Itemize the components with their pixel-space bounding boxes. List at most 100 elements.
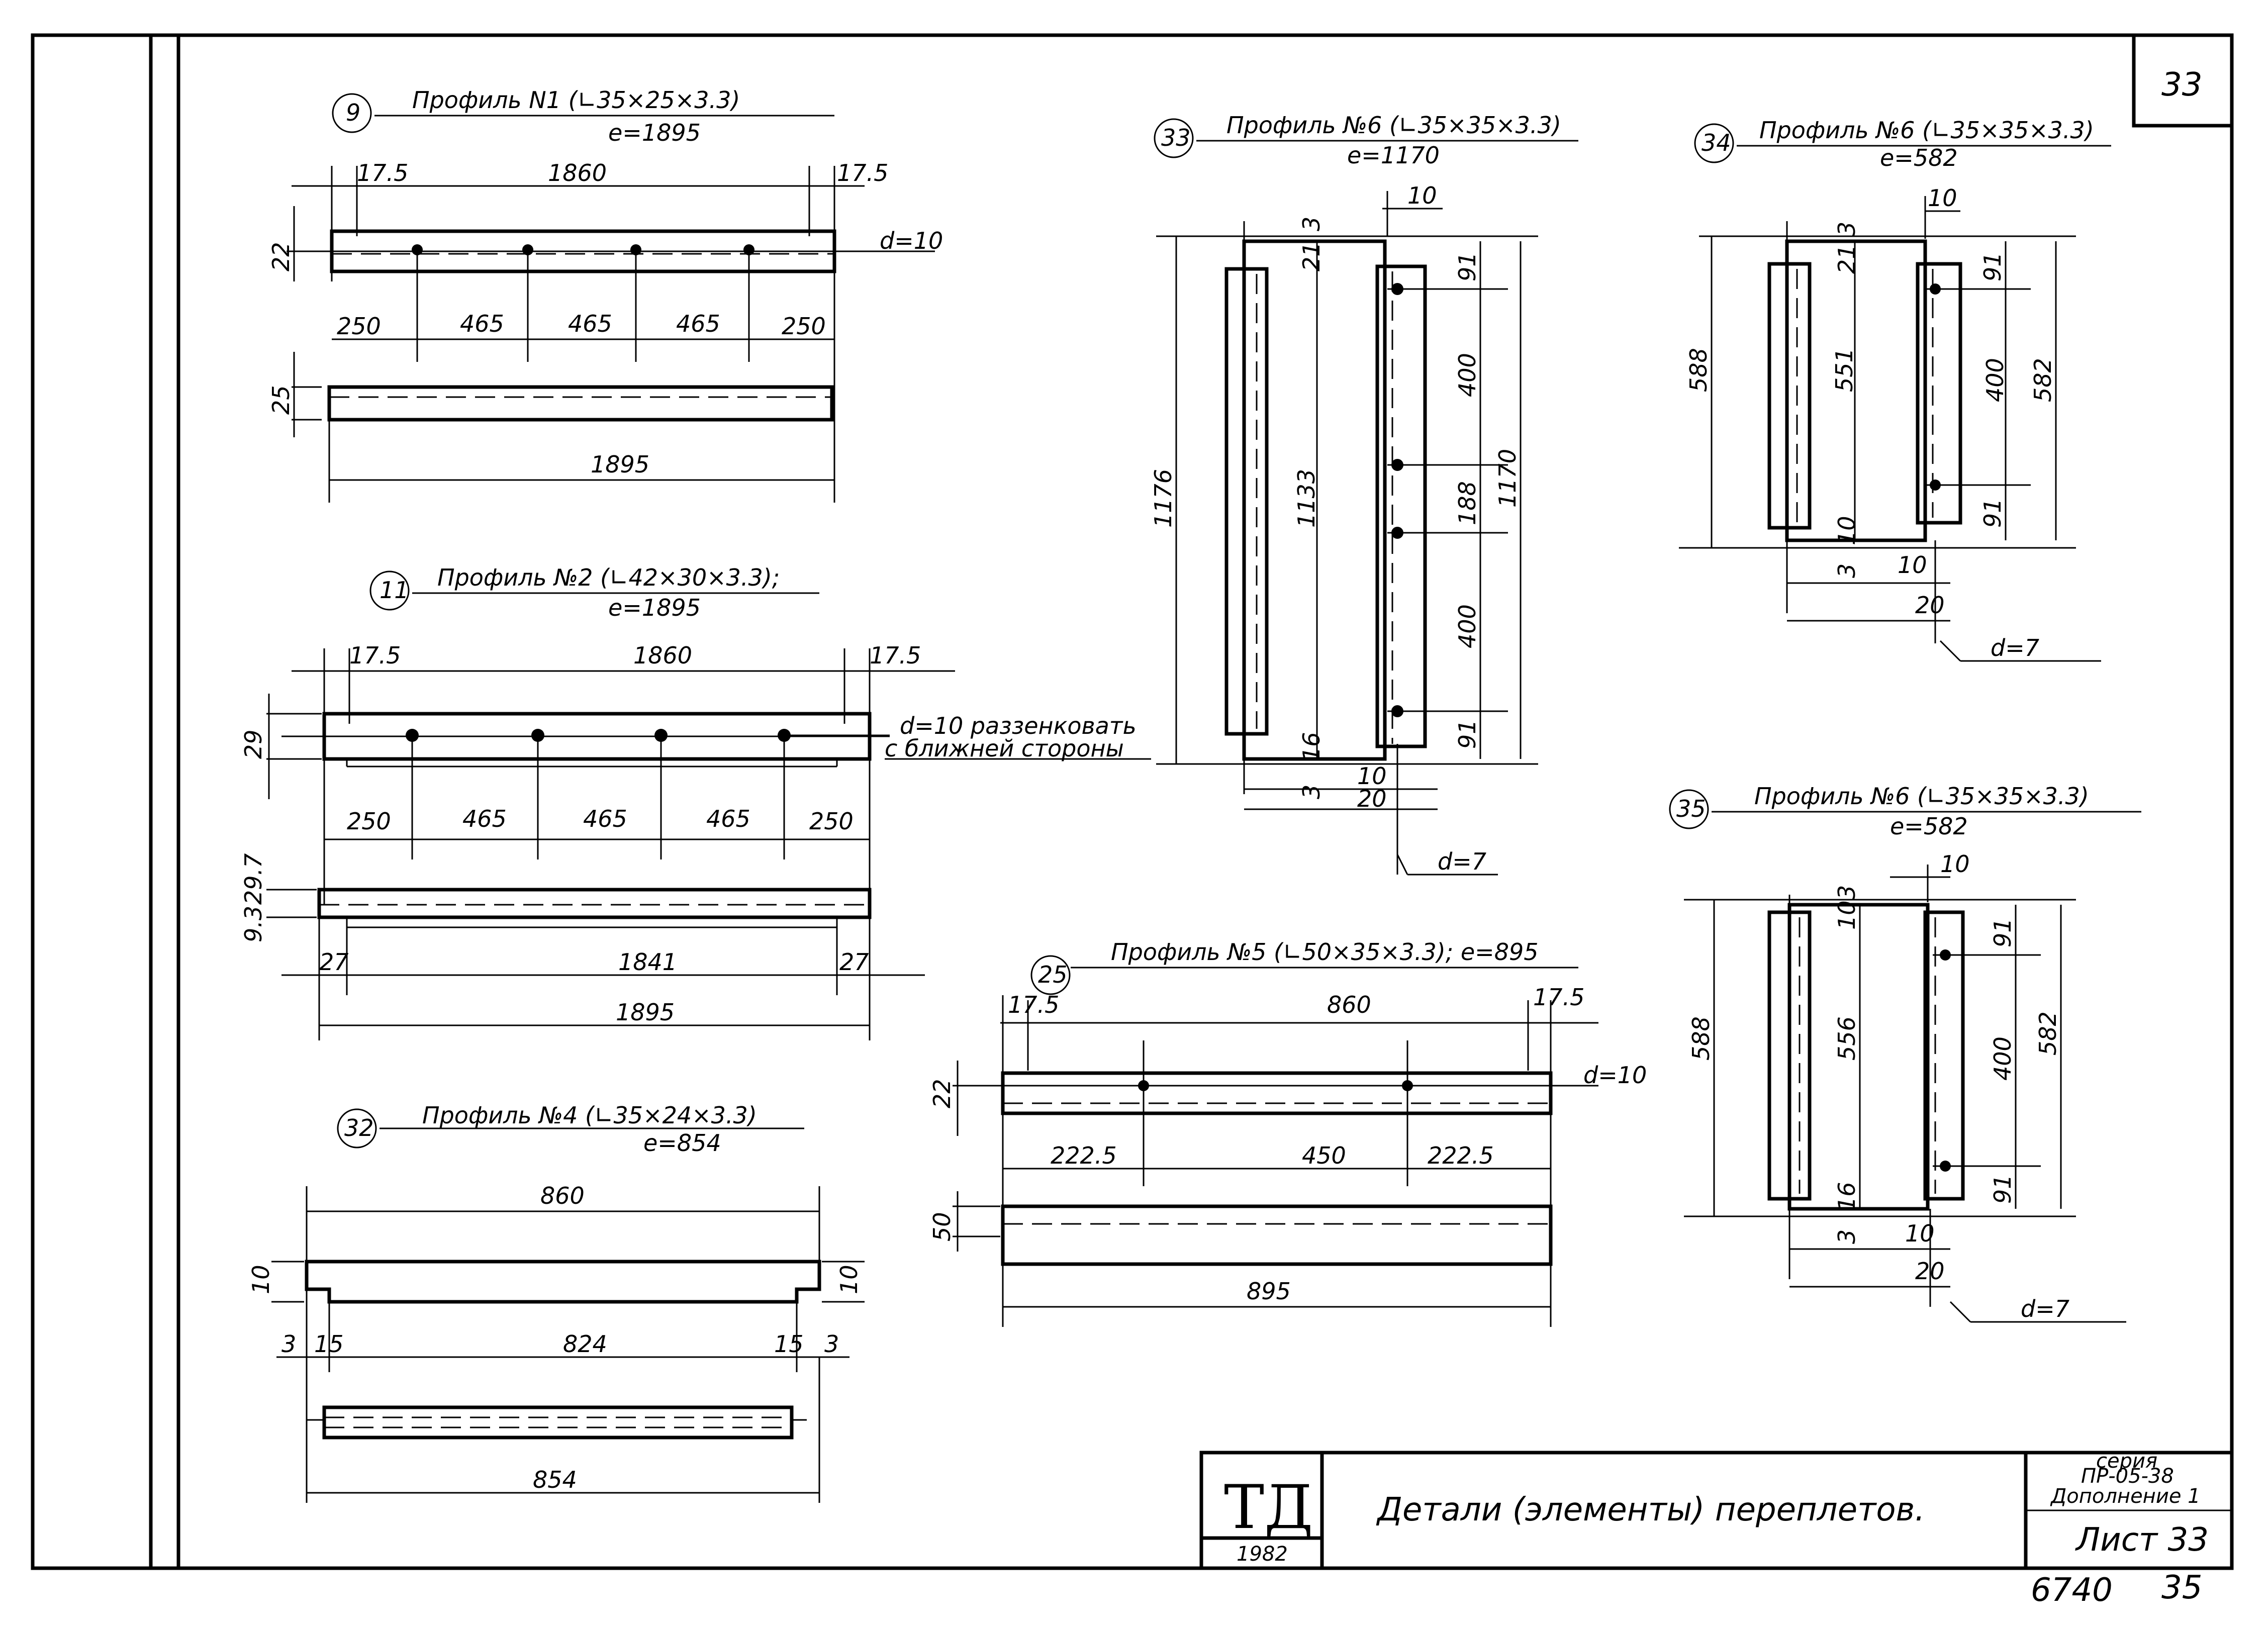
detail-34 bbox=[1679, 123, 2111, 662]
detail-25-end-left: 17.5 bbox=[1008, 991, 1059, 1018]
detail-25-number: 25 bbox=[1038, 961, 1068, 988]
detail-11-s3: 465 bbox=[583, 805, 627, 832]
detail-32-gap-right: 3 bbox=[824, 1330, 839, 1358]
detail-32 bbox=[271, 1108, 865, 1503]
detail-35-a1: 3 bbox=[1833, 885, 1860, 900]
detail-33-total: 1170 bbox=[1494, 449, 1521, 508]
detail-35-hole: d=7 bbox=[2021, 1295, 2069, 1322]
detail-34-top: 10 bbox=[1928, 184, 1957, 212]
detail-25-total: 895 bbox=[1247, 1278, 1291, 1305]
detail-9-end-right: 17.5 bbox=[837, 159, 888, 186]
detail-11-s1: 250 bbox=[347, 808, 391, 835]
detail-34-s3: 91 bbox=[1979, 498, 2006, 528]
detail-35-s2: 400 bbox=[1989, 1036, 2016, 1081]
title-block-series-1: серия bbox=[2096, 1450, 2157, 1473]
detail-34-inner: 551 bbox=[1831, 348, 1858, 392]
detail-33-hole: d=7 bbox=[1438, 848, 1486, 875]
detail-33-s1: 91 bbox=[1454, 252, 1481, 281]
detail-35-length: е=582 bbox=[1890, 813, 1968, 840]
detail-33-s4: 400 bbox=[1454, 604, 1481, 648]
detail-34-number: 34 bbox=[1702, 129, 1731, 156]
detail-9-mid: 1860 bbox=[548, 159, 607, 186]
detail-11-number: 11 bbox=[380, 577, 409, 604]
detail-33-outer: 1176 bbox=[1150, 469, 1177, 528]
detail-11 bbox=[266, 570, 1151, 1040]
detail-25-end-right: 17.5 bbox=[1533, 984, 1584, 1011]
detail-33-title: Профиль №6 (∟35×35×3.3) bbox=[1226, 112, 1561, 139]
detail-34-b3: 10 bbox=[1898, 551, 1927, 579]
detail-11-s4: 465 bbox=[706, 805, 750, 832]
detail-32-n-left: 15 bbox=[314, 1330, 344, 1358]
detail-9-length: е=1895 bbox=[608, 119, 701, 146]
detail-33-inner: 1133 bbox=[1293, 469, 1320, 528]
detail-34-total: 582 bbox=[2029, 358, 2056, 402]
detail-11-mid: 1860 bbox=[633, 642, 692, 669]
detail-25-s2: 450 bbox=[1302, 1142, 1346, 1169]
detail-25-height: 22 bbox=[928, 1079, 956, 1108]
detail-11-c-left: 27 bbox=[319, 948, 349, 976]
detail-35-inner: 556 bbox=[1833, 1016, 1860, 1061]
detail-33-s5: 91 bbox=[1454, 719, 1481, 749]
detail-32-number: 32 bbox=[344, 1114, 374, 1141]
detail-33-b4: 20 bbox=[1357, 785, 1387, 812]
detail-33-s3: 188 bbox=[1454, 481, 1481, 525]
bottom-code-right: 35 bbox=[2161, 1569, 2202, 1606]
detail-25-s3: 222.5 bbox=[1428, 1142, 1494, 1169]
drawing-title: Детали (элементы) переплетов. bbox=[1376, 1491, 1925, 1528]
detail-32-n-right: 15 bbox=[774, 1330, 804, 1358]
detail-33-b2: 3 bbox=[1298, 785, 1325, 799]
detail-11-h2: 29.7 bbox=[240, 853, 267, 905]
detail-34-s2: 400 bbox=[1981, 358, 2009, 402]
title-block-series-3: Дополнение 1 bbox=[2050, 1485, 2201, 1508]
detail-35-a2: 10 bbox=[1833, 900, 1860, 930]
detail-35-b3: 10 bbox=[1905, 1220, 1935, 1247]
detail-9 bbox=[287, 93, 935, 503]
corner-sheet-number: 33 bbox=[2161, 66, 2202, 104]
detail-9-hole: d=10 bbox=[880, 227, 943, 254]
detail-11-s5: 250 bbox=[809, 808, 854, 835]
detail-11-length: е=1895 bbox=[608, 594, 701, 621]
detail-35-top: 10 bbox=[1940, 850, 1970, 878]
detail-34-b4: 20 bbox=[1915, 592, 1945, 619]
detail-11-c-right: 27 bbox=[839, 948, 869, 976]
detail-35-outer: 588 bbox=[1687, 1016, 1715, 1061]
detail-34-b2: 3 bbox=[1833, 563, 1860, 578]
title-block bbox=[1199, 1451, 2234, 1570]
detail-34-hole: d=7 bbox=[1991, 634, 2039, 661]
detail-9-end-left: 17.5 bbox=[357, 159, 408, 186]
title-block-org: ТД bbox=[1224, 1473, 1313, 1543]
detail-35-total: 582 bbox=[2034, 1011, 2061, 1056]
detail-35-s3: 91 bbox=[1989, 1174, 2016, 1204]
detail-34-title: Профиль №6 (∟35×35×3.3) bbox=[1759, 117, 2094, 144]
detail-35-b4: 20 bbox=[1915, 1258, 1945, 1285]
detail-32-length: е=854 bbox=[643, 1129, 721, 1157]
detail-9-s1: 250 bbox=[337, 313, 381, 340]
detail-32-h-left: 10 bbox=[247, 1265, 274, 1294]
detail-9-s3: 465 bbox=[568, 310, 612, 337]
detail-32-mid: 824 bbox=[563, 1330, 607, 1358]
detail-9-total: 1895 bbox=[591, 451, 649, 478]
detail-9-number: 9 bbox=[346, 99, 360, 126]
detail-34-outer: 588 bbox=[1685, 348, 1712, 392]
detail-11-title: Профиль №2 (∟42×30×3.3); bbox=[437, 564, 780, 591]
detail-32-title: Профиль №4 (∟35×24×3.3) bbox=[422, 1102, 757, 1129]
detail-34-length: е=582 bbox=[1880, 144, 1958, 171]
detail-11-s2: 465 bbox=[462, 805, 507, 832]
detail-35-number: 35 bbox=[1676, 795, 1706, 822]
detail-11-hole-2: с ближней стороны bbox=[885, 735, 1124, 762]
detail-11-end-right: 17.5 bbox=[870, 642, 921, 669]
detail-33-b1: 16 bbox=[1298, 732, 1325, 761]
detail-11-total: 1895 bbox=[616, 999, 675, 1026]
detail-33-a2: 21 bbox=[1298, 242, 1325, 271]
title-block-sheet: Лист 33 bbox=[2075, 1521, 2209, 1559]
detail-11-hole-1: d=10 раззенковать bbox=[900, 712, 1137, 739]
detail-34-a2: 21 bbox=[1833, 244, 1860, 274]
detail-11-end-left: 17.5 bbox=[349, 642, 401, 669]
detail-25-title: Профиль №5 (∟50×35×3.3); е=895 bbox=[1111, 938, 1539, 966]
detail-25-mid: 860 bbox=[1327, 991, 1371, 1018]
detail-11-h3: 9.3 bbox=[240, 906, 267, 942]
detail-33 bbox=[1154, 118, 1578, 876]
detail-34-a1: 3 bbox=[1833, 222, 1860, 236]
detail-25-h2: 50 bbox=[928, 1212, 956, 1241]
